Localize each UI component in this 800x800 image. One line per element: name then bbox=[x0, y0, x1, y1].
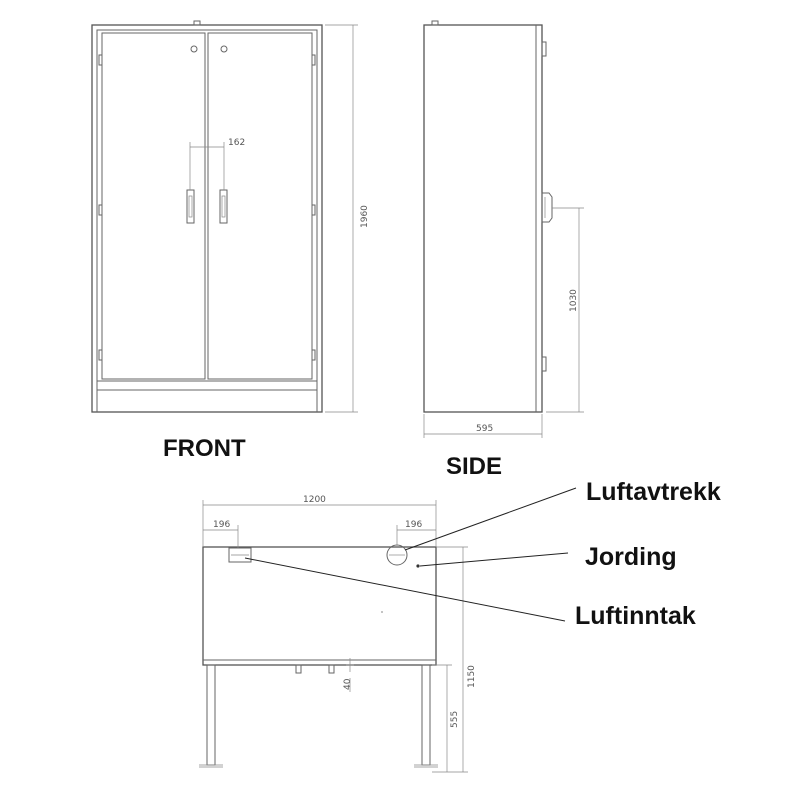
dim-width: 1200 bbox=[303, 495, 326, 505]
lock-icon bbox=[190, 45, 198, 53]
dim-front-height: 1960 bbox=[360, 205, 370, 228]
dim-depth: 595 bbox=[476, 424, 493, 434]
front-door-frame bbox=[96, 29, 318, 382]
leader-intake bbox=[244, 557, 566, 622]
lock-icon bbox=[220, 45, 228, 53]
callout-exhaust: Luftavtrekk bbox=[586, 478, 721, 506]
dim-small: 40 bbox=[343, 678, 353, 690]
side-view: 1030 595 SIDE bbox=[423, 20, 584, 480]
front-label: FRONT bbox=[163, 435, 246, 462]
grounding-point bbox=[416, 564, 420, 568]
callout-grounding: Jording bbox=[585, 543, 677, 571]
callouts: Luftavtrekk Jording Luftinntak bbox=[244, 478, 721, 630]
dim-leg-height: 555 bbox=[450, 711, 460, 728]
callout-intake: Luftinntak bbox=[575, 602, 696, 630]
front-view: 162 1960 FRONT bbox=[91, 20, 370, 462]
dim-right-offset: 196 bbox=[405, 520, 422, 530]
front-cabinet-outline bbox=[91, 24, 323, 413]
leader-grounding bbox=[419, 552, 569, 567]
leader-exhaust bbox=[404, 487, 577, 551]
dim-handle-spacing: 162 bbox=[228, 138, 245, 148]
right-handle bbox=[219, 189, 228, 224]
left-door bbox=[101, 32, 206, 380]
air-intake bbox=[228, 547, 252, 563]
side-handle bbox=[541, 192, 553, 223]
dim-handle-height: 1030 bbox=[569, 289, 579, 312]
dim-total-height: 1150 bbox=[467, 665, 477, 688]
dim-left-offset: 196 bbox=[213, 520, 230, 530]
top-view: 1200 196 196 1150 555 40 bbox=[199, 495, 477, 773]
leg-right bbox=[421, 664, 431, 766]
leg-left bbox=[206, 664, 216, 766]
left-handle bbox=[186, 189, 195, 224]
right-door bbox=[207, 32, 313, 380]
side-cabinet-outline bbox=[423, 24, 543, 413]
side-label: SIDE bbox=[446, 453, 502, 480]
top-cabinet-outline bbox=[202, 546, 437, 666]
